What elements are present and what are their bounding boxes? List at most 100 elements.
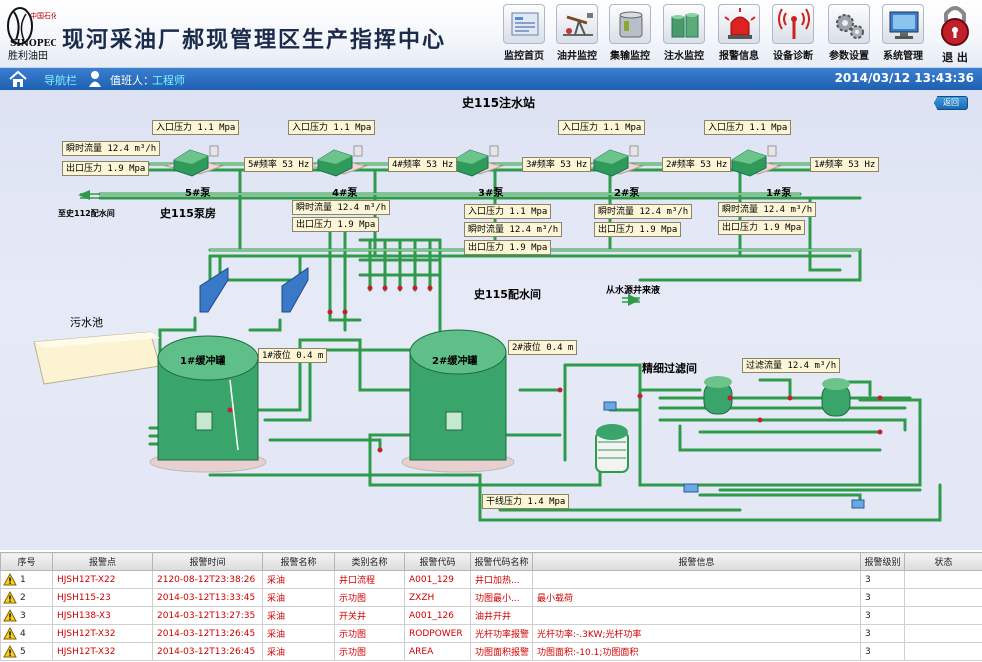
status-bar: 导航栏 值班人： 工程师 2014/03/12 13:43:36 [0,68,982,90]
padlock-icon [941,6,969,46]
pump-2-flow: 瞬时流量 12.4 m³/h [594,204,693,219]
tank-2-level: 2#液位 0.4 m [508,340,578,355]
company-logo: 中国石化 SINOPEC 胜利油田 [4,4,58,62]
alarm-status-cell [904,642,982,661]
warning-icon [3,645,17,658]
col-header[interactable]: 类别名称 [334,552,405,571]
svg-text:SINOPEC: SINOPEC [10,39,56,49]
alarm-point-cell: HJSH12T-X32 [52,624,153,643]
alarm-info-cell: 功图面积:-10.1;功图面积 [532,642,861,661]
station-title: 史115注水站 [462,96,536,110]
alarm-category-cell: 示功图 [334,624,405,643]
alarm-index-cell: 5 [0,642,53,661]
oil-pump-icon [556,4,598,44]
alarm-name-cell: 采油 [262,588,335,607]
pump-5-outlet-pressure: 出口压力 1.9 Mpa [62,161,150,176]
alarm-status-cell [904,606,982,625]
col-header[interactable]: 序号 [0,552,53,571]
alarm-level-cell: 3 [860,570,905,589]
nav-monitor-home-button[interactable]: 监控首页 [498,2,550,64]
app-header: 中国石化 SINOPEC 胜利油田 现河采油厂郝现管理区生产指挥中心 监控首页 … [0,0,982,68]
col-header[interactable]: 报警名称 [262,552,335,571]
alarm-code-name-cell: 油井开井 [470,606,533,625]
alarm-level-cell: 3 [860,606,905,625]
pump-5-flow: 瞬时流量 12.4 m³/h [62,141,161,156]
alarm-index: 3 [20,611,26,621]
nav-water-injection-button[interactable]: 注水监控 [658,2,710,64]
tank-1-level: 1#液位 0.4 m [258,348,328,363]
process-diagram: 史115注水站 返回 5#泵 4#泵 3#泵 2#泵 1#泵 史115泵房 至史… [0,90,982,550]
alarm-name-cell: 采油 [262,624,335,643]
pump-5-label: 5#泵 [185,188,211,199]
from-source-label: 从水源井来液 [606,286,661,296]
alarm-time-cell: 2014-03-12T13:27:35 [152,606,263,625]
nav-parameter-settings-button[interactable]: 参数设置 [823,2,875,64]
nav-alarm-info-button[interactable]: 报警信息 [713,2,765,64]
alarm-level-cell: 3 [860,642,905,661]
home-icon[interactable] [8,70,28,88]
col-header[interactable]: 报警代码 [404,552,471,571]
alarm-category-cell: 开关井 [334,606,405,625]
pump-4-label: 4#泵 [332,188,358,199]
nav-device-diagnosis-button[interactable]: 设备诊断 [767,2,819,64]
svg-text:中国石化: 中国石化 [30,11,56,20]
pump-3-frequency: 3#频率 53 Hz [522,157,592,172]
alarm-category-cell: 示功图 [334,588,405,607]
col-header[interactable]: 报警信息 [532,552,861,571]
monitor-home-icon [503,4,545,44]
alarm-point-cell: HJSH12T-X32 [52,642,153,661]
nav-gathering-button[interactable]: 集输监控 [604,2,656,64]
buffer-tank-2 [401,329,515,473]
sewage-pool [33,331,161,385]
alarm-name-cell: 采油 [262,570,335,589]
alarm-code-cell: RODPOWER [404,624,471,643]
col-header[interactable]: 报警时间 [152,552,263,571]
warning-icon [3,573,17,586]
pump-3-inlet-pressure: 入口压力 1.1 Mpa [464,204,552,219]
sewage-pool-label: 污水池 [70,316,103,329]
alarm-level-cell: 3 [860,624,905,643]
alarm-info-cell [532,606,861,625]
col-header[interactable]: 报警级别 [860,552,905,571]
buffer-tank-1 [149,335,267,473]
alarm-time-cell: 2120-08-12T23:38:26 [152,570,263,589]
col-header[interactable]: 报警代码名称 [470,552,533,571]
alarm-code-name-cell: 功图最小... [470,588,533,607]
pump-3-flow: 瞬时流量 12.4 m³/h [464,222,563,237]
back-button[interactable]: 返回 [934,96,968,110]
alarm-name-cell: 采油 [262,606,335,625]
pump-4-frequency: 4#频率 53 Hz [388,157,458,172]
water-injection-icon [663,4,705,44]
filter-room-label: 精细过滤间 [642,362,697,375]
col-header[interactable]: 报警点 [52,552,153,571]
alarm-table-header: 序号 报警点 报警时间 报警名称 类别名称 报警代码 报警代码名称 报警信息 报… [0,552,982,571]
alarm-code-cell: ZXZH [404,588,471,607]
gears-icon [828,4,870,44]
pump-5-inlet-pressure: 入口压力 1.1 Mpa [152,120,240,135]
alarm-code-cell: A001_129 [404,570,471,589]
alarm-light-icon [718,4,760,44]
nav-oil-well-button[interactable]: 油井监控 [551,2,603,64]
pump-4-outlet-pressure: 出口压力 1.9 Mpa [292,217,380,232]
pump-4-inlet-pressure: 入口压力 1.1 Mpa [288,120,376,135]
nav-bar-label[interactable]: 导航栏 [44,74,77,87]
pump-4-flow: 瞬时流量 12.4 m³/h [292,200,391,215]
nav-system-management-button[interactable]: 系统管理 [877,2,929,64]
alarm-index-cell: 4 [0,624,53,643]
alarm-info-cell: 光杆功率:-.3KW;光杆功率 [532,624,861,643]
duty-label: 值班人： [110,74,154,87]
alarm-index-cell: 1 [0,570,53,589]
alarm-index: 1 [20,575,26,585]
datetime-display: 2014/03/12 13:43:36 [834,71,974,85]
warning-icon [3,627,17,640]
alarm-index: 4 [20,629,26,639]
exit-button[interactable]: 退 出 [932,2,978,64]
col-header[interactable]: 状态 [904,552,982,571]
alarm-level-cell: 3 [860,588,905,607]
alarm-time-cell: 2014-03-12T13:26:45 [152,642,263,661]
